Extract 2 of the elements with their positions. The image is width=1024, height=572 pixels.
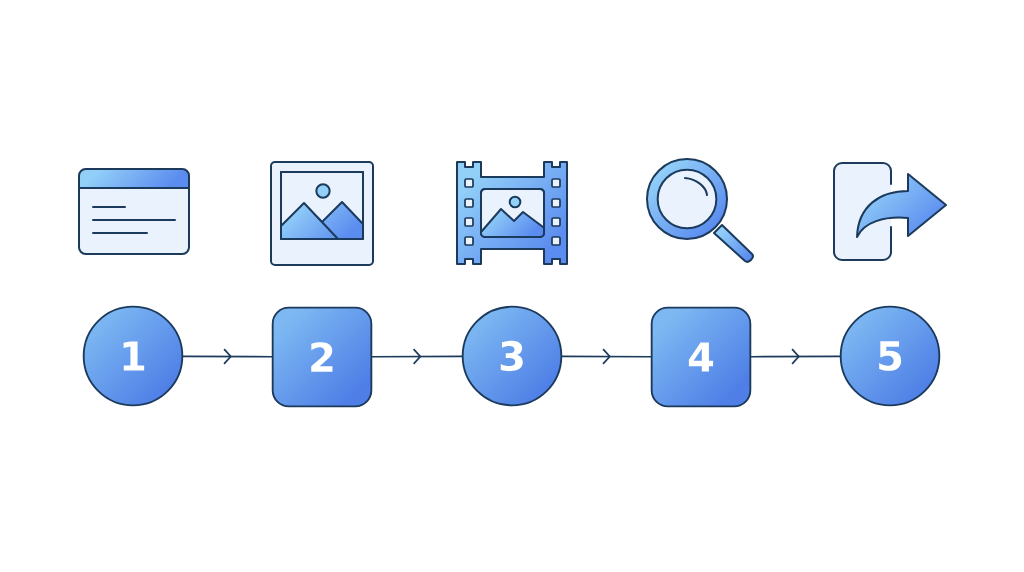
numbered-square: 4 bbox=[650, 306, 752, 408]
numbered-square: 2 bbox=[271, 306, 373, 408]
